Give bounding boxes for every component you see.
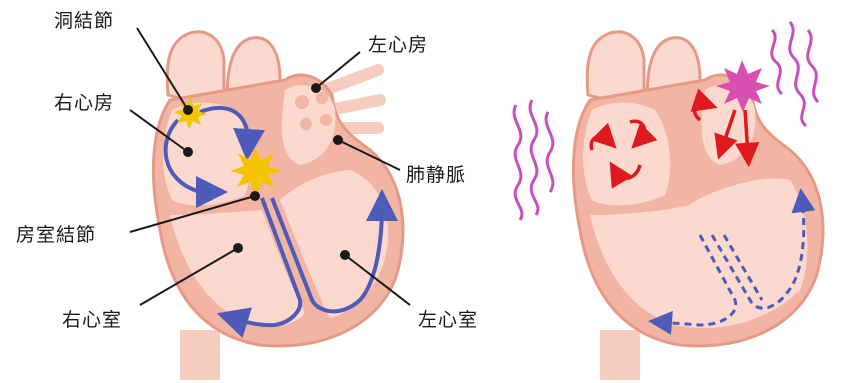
chaos-wave-icon [790, 22, 806, 126]
af-vessel-inferior [600, 330, 640, 380]
dot-right-atrium [184, 148, 192, 156]
dot-left-ventricle [341, 251, 349, 259]
label-av-node: 房室結節 [16, 220, 96, 247]
dot-av-node [251, 192, 259, 200]
label-left-atrium: 左心房 [368, 30, 428, 57]
dot-pulmonary-vein [334, 136, 342, 144]
chaos-wave-icon [546, 112, 553, 192]
vein-opening [295, 95, 309, 109]
label-left-ventricle: 左心室 [418, 305, 478, 332]
label-right-atrium: 右心房 [54, 88, 114, 115]
dot-sa-node [184, 106, 192, 114]
vein-opening [320, 114, 332, 126]
vein-opening [316, 92, 328, 104]
normal-heart [130, 28, 410, 380]
vessel-inferior [180, 330, 220, 380]
fibrillation-heart [514, 22, 823, 380]
label-sa-node: 洞結節 [54, 6, 114, 33]
chaos-wave-icon [772, 30, 782, 94]
chaos-wave-icon [530, 100, 538, 215]
label-pulmonary-vein: 肺静脈 [406, 160, 466, 187]
dot-right-ventricle [234, 244, 242, 252]
dot-left-atrium [312, 84, 320, 92]
chaos-wave-icon [514, 105, 522, 220]
vein-opening [300, 118, 312, 130]
af-right-atrium [583, 103, 670, 206]
label-right-ventricle: 右心室 [62, 305, 122, 332]
chaos-wave-icon [808, 30, 818, 102]
